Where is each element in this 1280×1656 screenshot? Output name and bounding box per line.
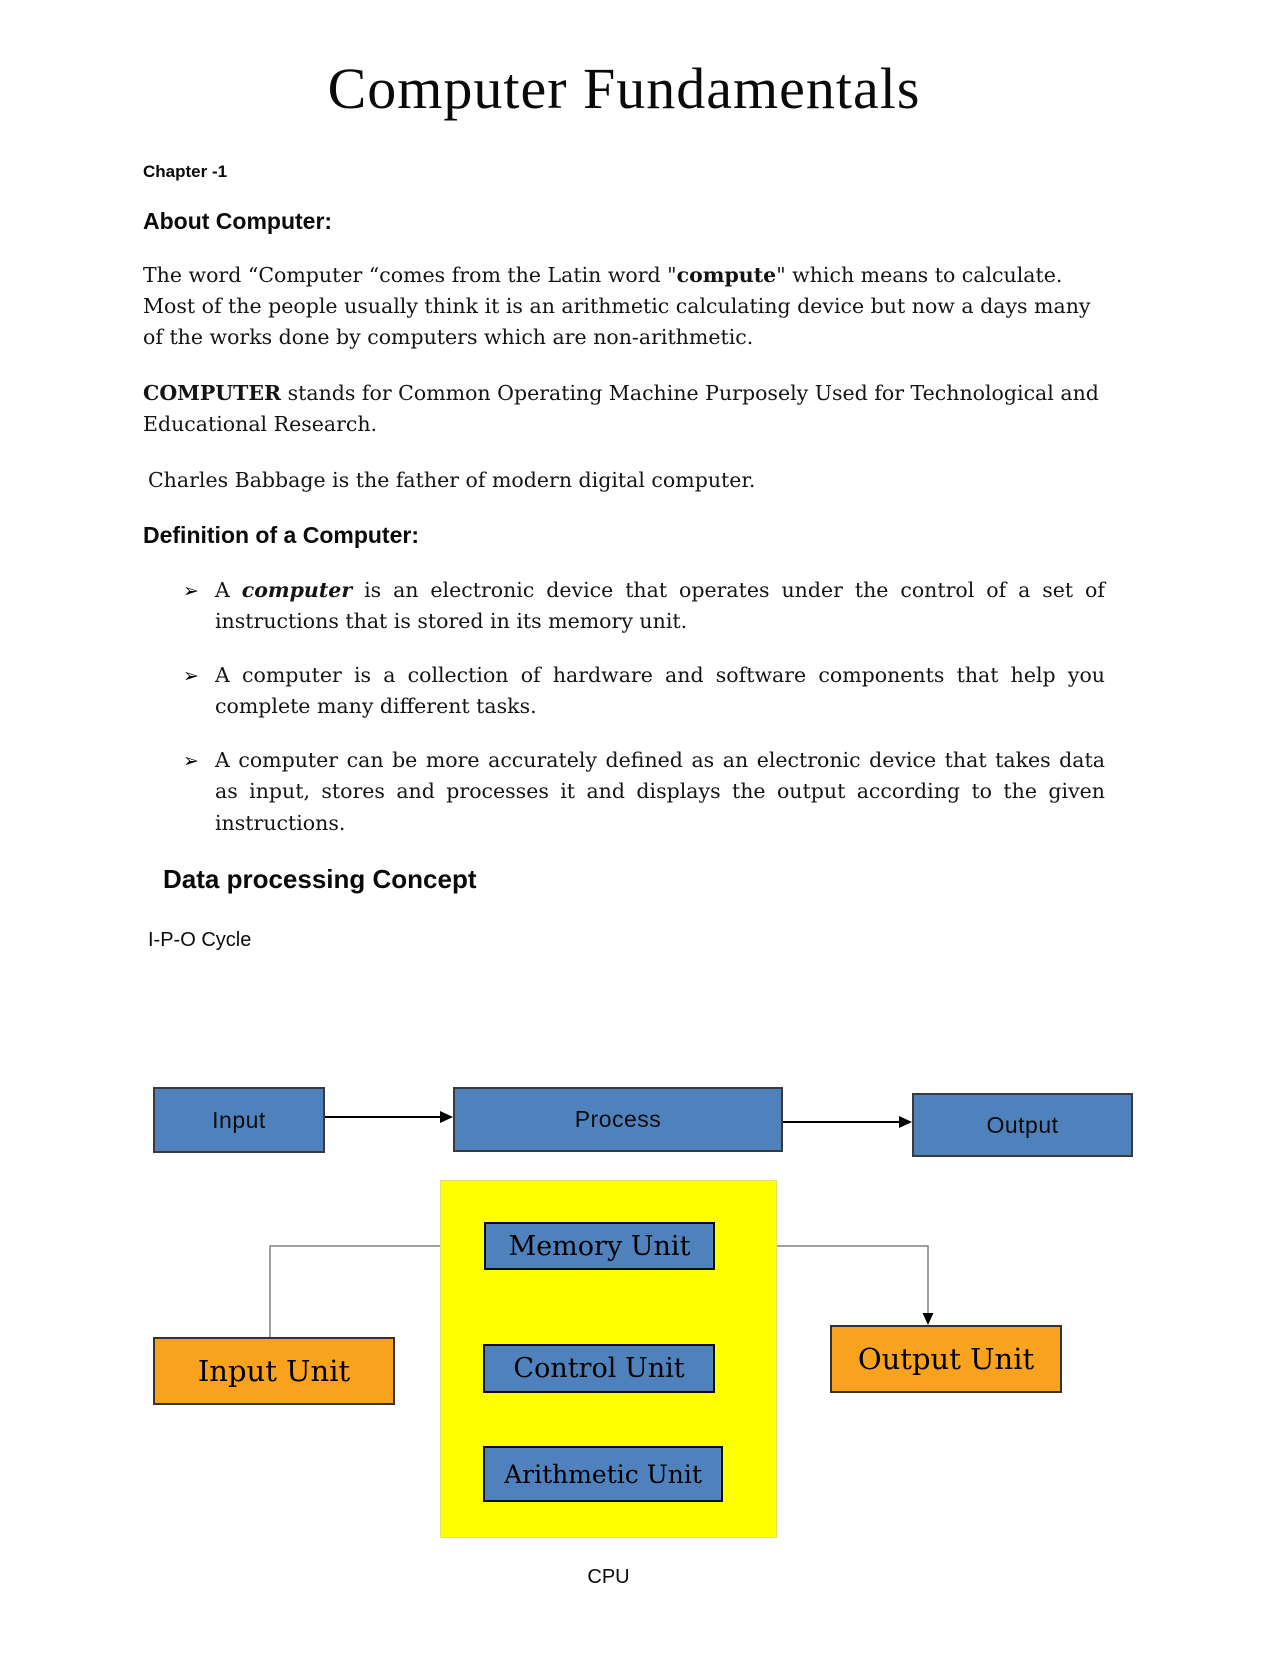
arrow-process-to-output: [783, 1116, 912, 1128]
control-unit-box: Control Unit: [483, 1344, 715, 1393]
input-unit-box: Input Unit: [153, 1337, 395, 1405]
definition-heading: Definition of a Computer:: [143, 521, 419, 548]
process-box: Process: [453, 1087, 783, 1152]
output-unit-box: Output Unit: [830, 1325, 1062, 1393]
definition-bullet-1: ➢A computer is an electronic device that…: [183, 577, 1105, 634]
arrow-input-to-process: [325, 1111, 453, 1123]
definition-bullet-list: ➢A computer is an electronic device that…: [143, 575, 1105, 840]
page-title: Computer Fundamentals: [327, 56, 921, 121]
bullet-arrow-icon: ➢: [183, 664, 199, 687]
arithmetic-unit-box: Arithmetic Unit: [483, 1446, 723, 1502]
paragraph-computer-acronym: COMPUTER stands for Common Operating Mac…: [143, 380, 1099, 436]
document-content: Computer Fundamentals Chapter -1 About C…: [143, 0, 1105, 952]
about-computer-heading: About Computer:: [143, 207, 333, 234]
cpu-caption: CPU: [587, 1566, 630, 1588]
definition-bullet-2: ➢A computer is a collection of hardware …: [183, 662, 1105, 719]
bullet-arrow-icon: ➢: [183, 749, 199, 772]
paragraph-word-origin: The word “Computer “comes from the Latin…: [143, 262, 1091, 349]
ipo-cycle-label: I-P-O Cycle: [148, 929, 252, 952]
output-box: Output: [912, 1093, 1133, 1157]
data-processing-heading: Data processing Concept: [163, 864, 477, 895]
bullet-arrow-icon: ➢: [183, 579, 199, 602]
chapter-label: Chapter -1: [143, 161, 228, 181]
definition-bullet-3: ➢A computer can be more accurately defin…: [183, 747, 1105, 835]
input-box: Input: [153, 1087, 325, 1153]
paragraph-charles-babbage: Charles Babbage is the father of modern …: [148, 467, 756, 492]
memory-unit-box: Memory Unit: [484, 1222, 715, 1270]
